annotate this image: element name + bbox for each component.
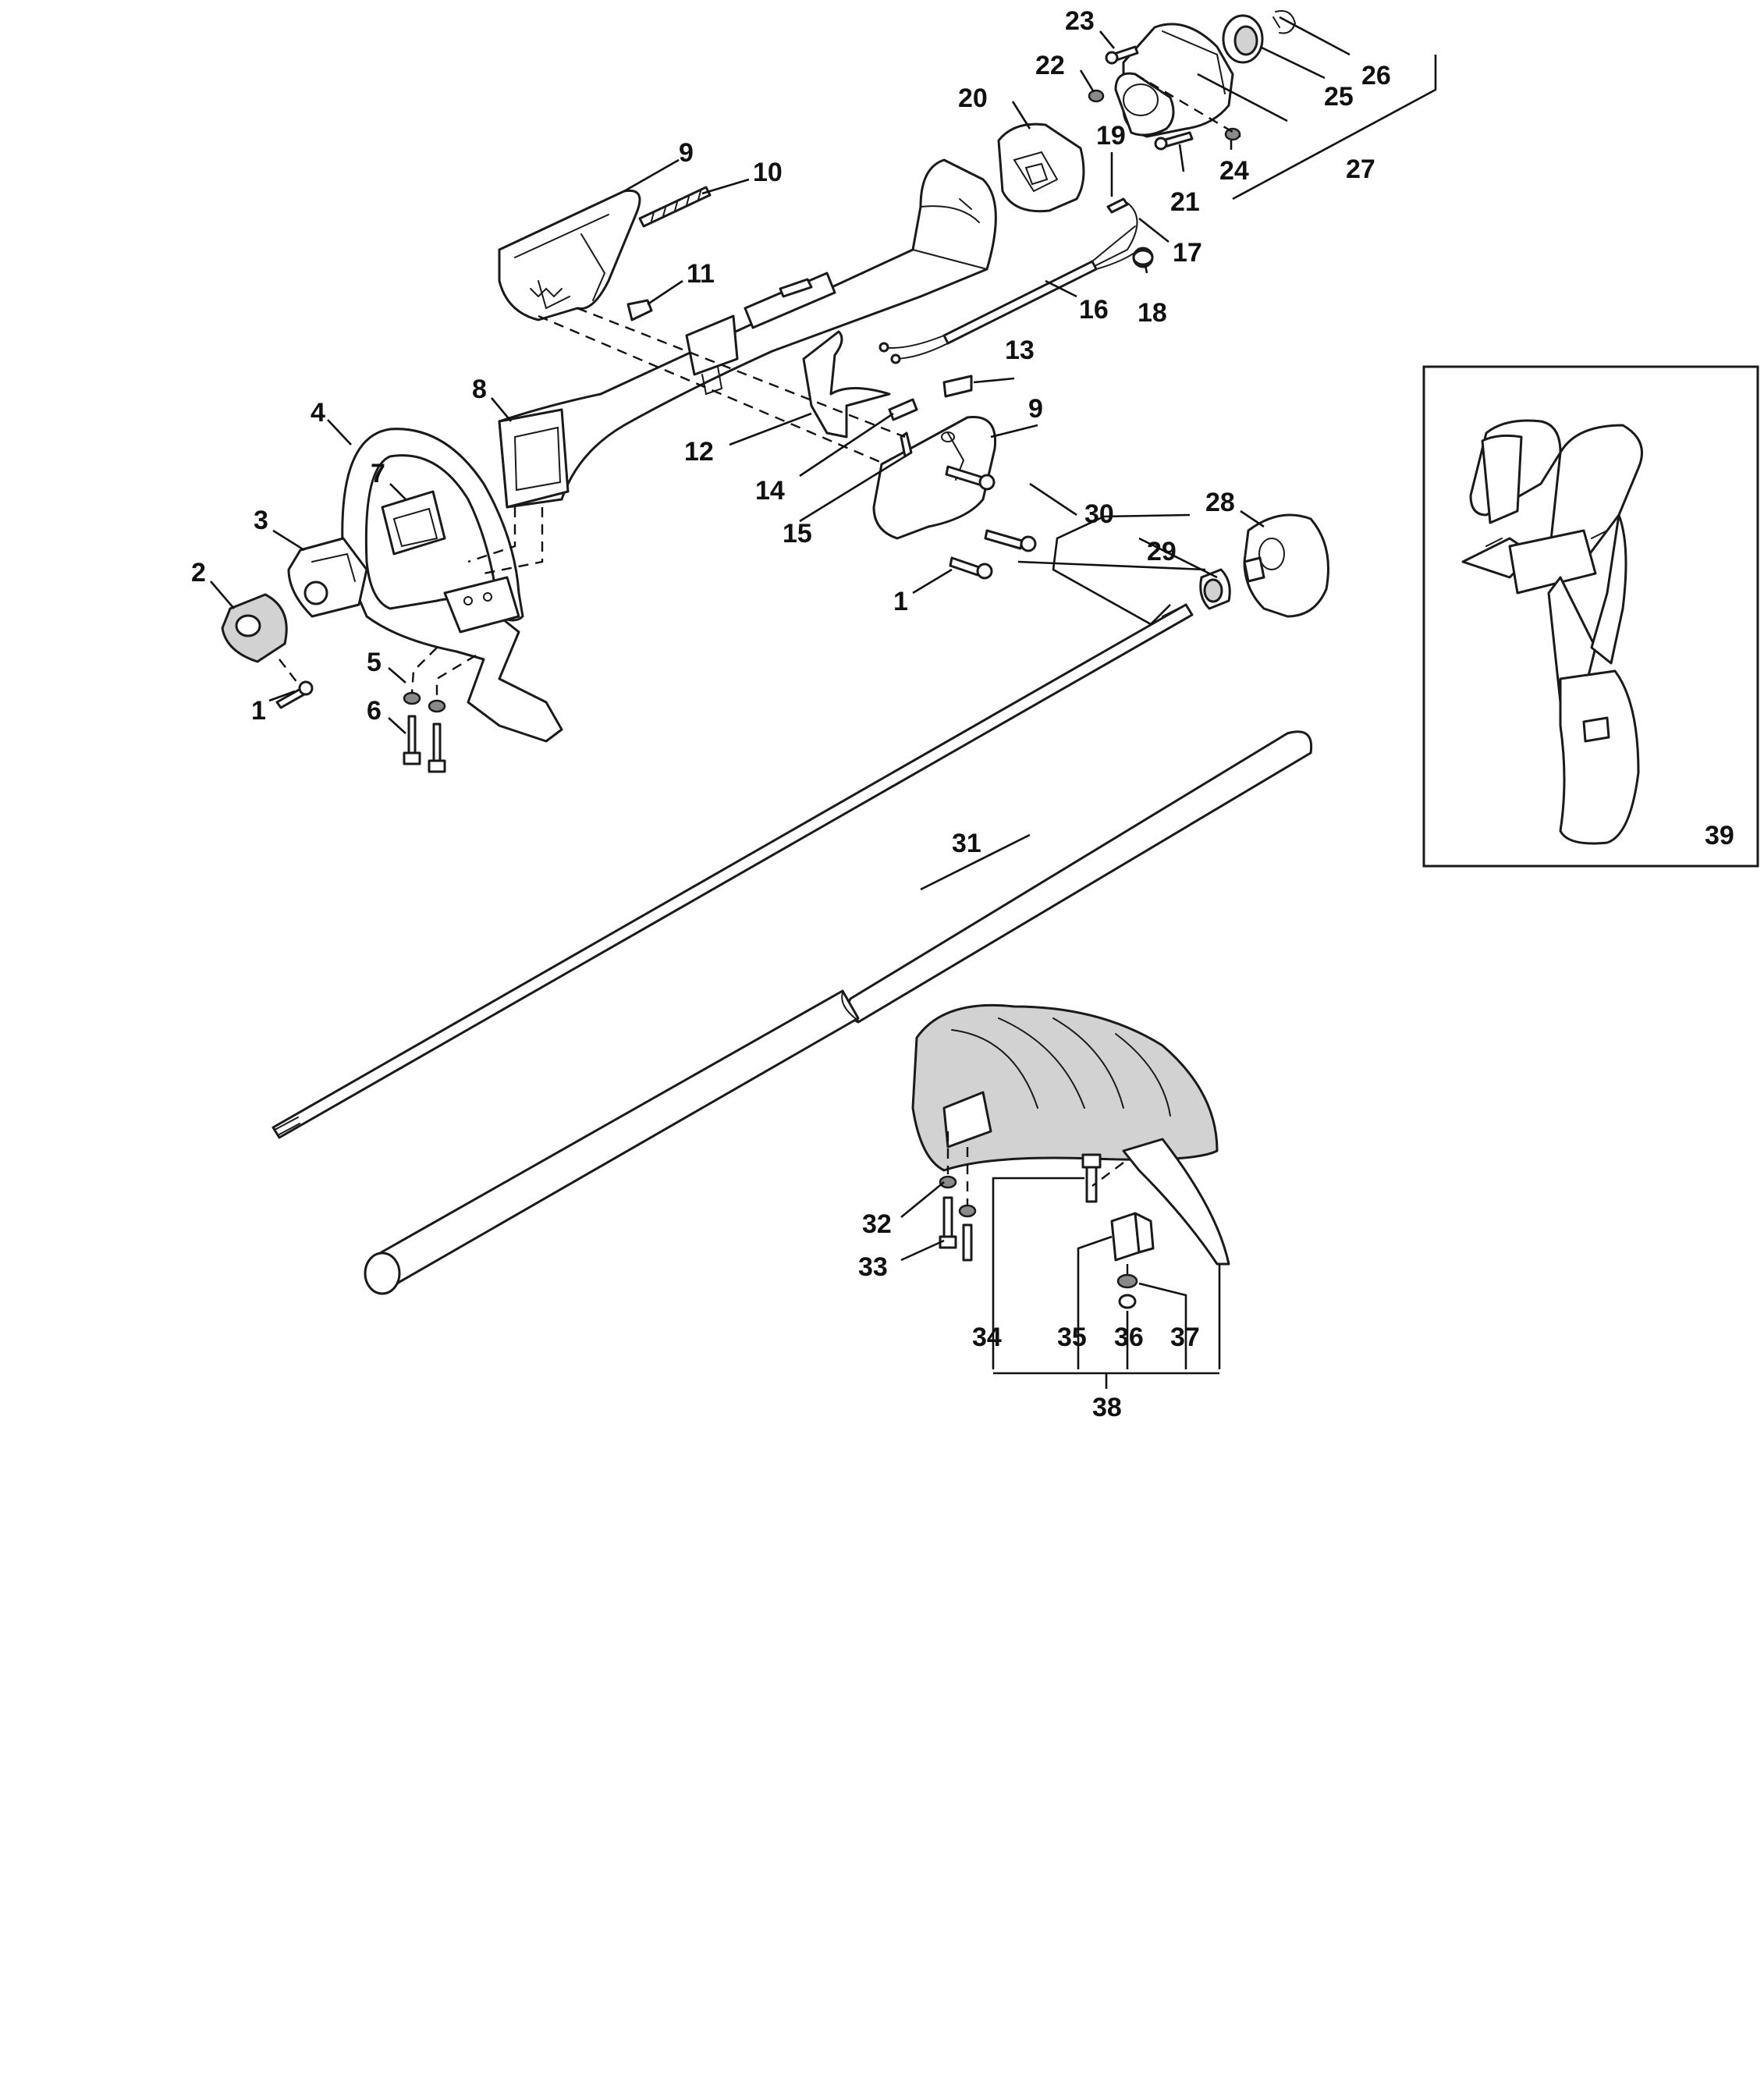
callout-14: 14 <box>755 476 785 506</box>
screw-21[interactable] <box>1154 131 1194 151</box>
screw-23[interactable] <box>1105 45 1139 65</box>
callout-35: 35 <box>1057 1323 1087 1352</box>
callout-30: 30 <box>1084 499 1114 529</box>
loop-handle[interactable] <box>341 428 563 743</box>
leader-lines <box>210 16 1437 1389</box>
callout-22: 22 <box>1035 51 1065 80</box>
nut-22[interactable] <box>1088 89 1105 103</box>
callout-1: 1 <box>251 696 266 726</box>
callout-16: 16 <box>1079 295 1109 325</box>
ring-terminal[interactable] <box>1132 249 1154 266</box>
gear-housing[interactable] <box>1114 23 1234 138</box>
callout-11: 11 <box>687 259 715 289</box>
callout-39: 39 <box>1705 821 1734 850</box>
main-housing-tube[interactable] <box>498 158 997 509</box>
callout-18: 18 <box>1138 298 1167 328</box>
callout-4: 4 <box>311 398 325 428</box>
spring[interactable] <box>638 186 712 228</box>
callout-19: 19 <box>1096 121 1126 151</box>
shoulder-harness[interactable] <box>1461 419 1643 845</box>
nut-24[interactable] <box>1224 127 1241 141</box>
callout-27: 27 <box>1346 154 1375 184</box>
handle-clamp[interactable] <box>381 490 446 556</box>
callout-33: 33 <box>858 1252 888 1282</box>
lockout-spring[interactable] <box>888 398 918 421</box>
callout-21: 21 <box>1170 187 1200 217</box>
bushing[interactable] <box>1199 568 1231 610</box>
drive-shaft-tube[interactable] <box>364 730 1313 1295</box>
clutch-drum[interactable] <box>1243 513 1329 618</box>
guard-screw-33[interactable] <box>939 1196 973 1262</box>
callout-12: 12 <box>684 437 714 467</box>
throttle-trigger[interactable] <box>802 330 891 438</box>
callout-3: 3 <box>254 506 268 535</box>
screw-cap-1[interactable] <box>275 680 314 709</box>
handle-upper-half[interactable] <box>498 189 641 321</box>
callout-9-lower: 9 <box>1028 394 1043 424</box>
switch-cap[interactable] <box>221 593 288 663</box>
callout-31: 31 <box>952 829 981 858</box>
callout-5: 5 <box>367 648 382 677</box>
guard-washer-32[interactable] <box>939 1175 977 1218</box>
trigger-spring[interactable] <box>626 299 653 321</box>
switch-box[interactable] <box>287 537 368 618</box>
callout-20: 20 <box>958 83 988 113</box>
coupling[interactable] <box>997 122 1085 213</box>
callout-36: 36 <box>1114 1323 1144 1352</box>
callout-6: 6 <box>367 696 382 726</box>
callout-2: 2 <box>191 558 206 588</box>
grass-guard[interactable] <box>911 1003 1230 1266</box>
drive-cable[interactable] <box>272 603 1194 1139</box>
bearing[interactable] <box>1222 14 1264 64</box>
guard-bracket[interactable] <box>1110 1212 1155 1262</box>
callout-8: 8 <box>472 375 487 404</box>
callout-7: 7 <box>371 459 385 488</box>
callout-15: 15 <box>783 519 812 549</box>
callout-24: 24 <box>1219 156 1249 186</box>
callout-9: 9 <box>679 138 694 168</box>
guard-bolt-34[interactable] <box>1081 1153 1102 1203</box>
callout-37: 37 <box>1170 1323 1200 1352</box>
callout-26: 26 <box>1361 61 1391 91</box>
circlip[interactable] <box>1272 10 1297 34</box>
callout-17: 17 <box>1173 238 1202 268</box>
callout-28: 28 <box>1205 488 1235 517</box>
stop-switch[interactable] <box>942 375 973 398</box>
assembly-lines <box>279 73 1241 1276</box>
screw-15[interactable] <box>900 431 913 458</box>
callout-38: 38 <box>1092 1393 1122 1422</box>
wire-connector[interactable] <box>1106 197 1129 214</box>
callout-10: 10 <box>753 158 783 187</box>
callout-29: 29 <box>1147 537 1177 566</box>
callout-23: 23 <box>1065 6 1095 36</box>
bolt-6[interactable] <box>403 715 446 773</box>
guard-washer-36[interactable] <box>1116 1273 1138 1309</box>
callout-32: 32 <box>862 1209 892 1239</box>
callout-1-handle: 1 <box>893 587 908 616</box>
callout-labels: 1 1 2 3 4 5 6 7 8 9 9 10 11 12 13 14 15 … <box>191 6 1734 1422</box>
screw-handle-1[interactable] <box>945 465 1037 580</box>
callout-25: 25 <box>1324 82 1354 112</box>
callout-13: 13 <box>1005 336 1035 365</box>
washer-5[interactable] <box>403 691 446 713</box>
callout-34: 34 <box>972 1323 1002 1352</box>
